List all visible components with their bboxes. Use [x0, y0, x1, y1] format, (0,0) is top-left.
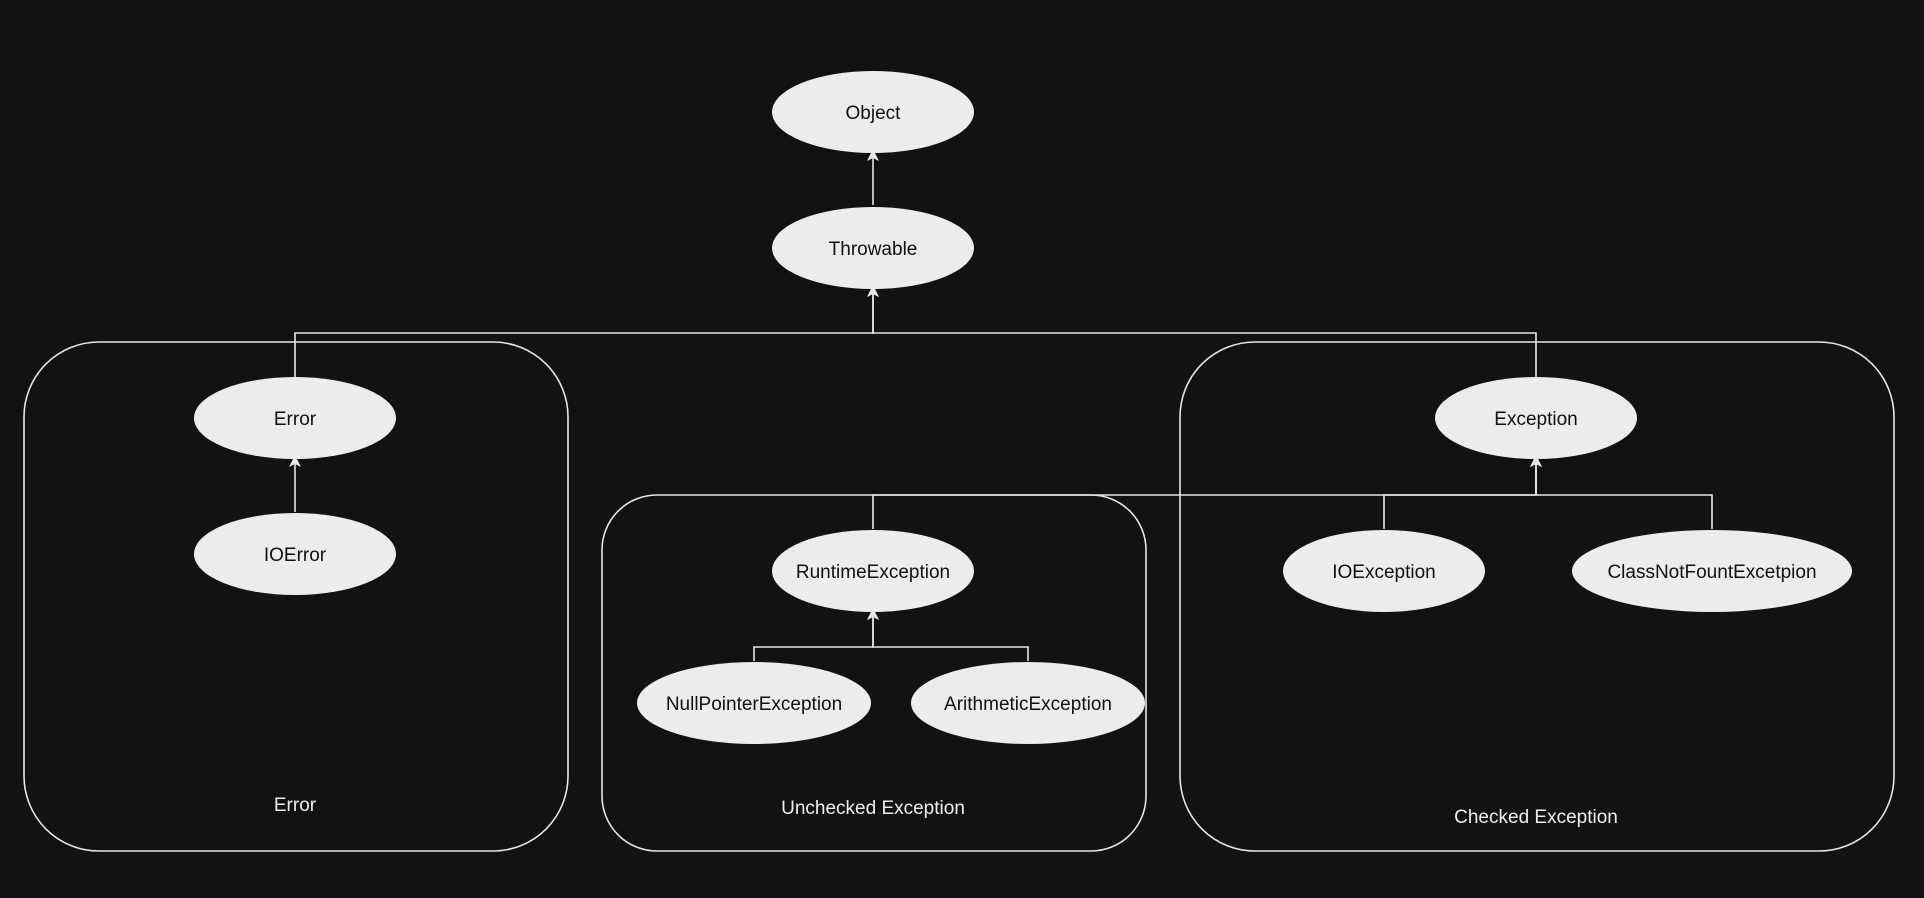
group-unchecked-label: Unchecked Exception — [781, 798, 965, 819]
group-checked-container — [1179, 341, 1895, 852]
edge-classnotfound-to-exception — [1530, 455, 1713, 529]
node-runtime-exception-label: RuntimeException — [796, 562, 950, 583]
edge-exception-to-throwable — [867, 285, 1537, 377]
node-null-pointer-exception[interactable]: NullPointerException — [637, 662, 871, 744]
group-error-container — [23, 341, 569, 852]
node-ioerror-label: IOError — [264, 545, 327, 566]
node-null-pointer-exception-label: NullPointerException — [666, 694, 842, 715]
edge-error-to-throwable — [294, 285, 879, 377]
node-ioexception[interactable]: IOException — [1283, 530, 1485, 612]
edge-arithmetic-to-runtime — [867, 608, 1029, 661]
node-class-not-found-label: ClassNotFountExcetpion — [1607, 562, 1816, 583]
node-throwable[interactable]: Throwable — [772, 207, 974, 289]
node-error[interactable]: Error — [194, 377, 396, 459]
edge-ioexception-to-exception — [1383, 455, 1542, 529]
node-throwable-label: Throwable — [829, 239, 918, 260]
node-ioexception-label: IOException — [1332, 562, 1436, 583]
node-class-not-found[interactable]: ClassNotFountExcetpion — [1572, 530, 1852, 612]
node-exception-label: Exception — [1494, 409, 1577, 430]
node-object-label: Object — [846, 103, 902, 124]
group-checked-label: Checked Exception — [1454, 807, 1618, 828]
node-arithmetic-exception-label: ArithmeticException — [944, 694, 1112, 715]
node-error-label: Error — [274, 409, 317, 430]
node-arithmetic-exception[interactable]: ArithmeticException — [911, 662, 1145, 744]
node-exception[interactable]: Exception — [1435, 377, 1637, 459]
node-object[interactable]: Object — [772, 71, 974, 153]
edge-nullpointer-to-runtime — [753, 608, 879, 661]
node-runtime-exception[interactable]: RuntimeException — [772, 530, 974, 612]
node-ioerror[interactable]: IOError — [194, 513, 396, 595]
group-error-label: Error — [274, 795, 317, 816]
